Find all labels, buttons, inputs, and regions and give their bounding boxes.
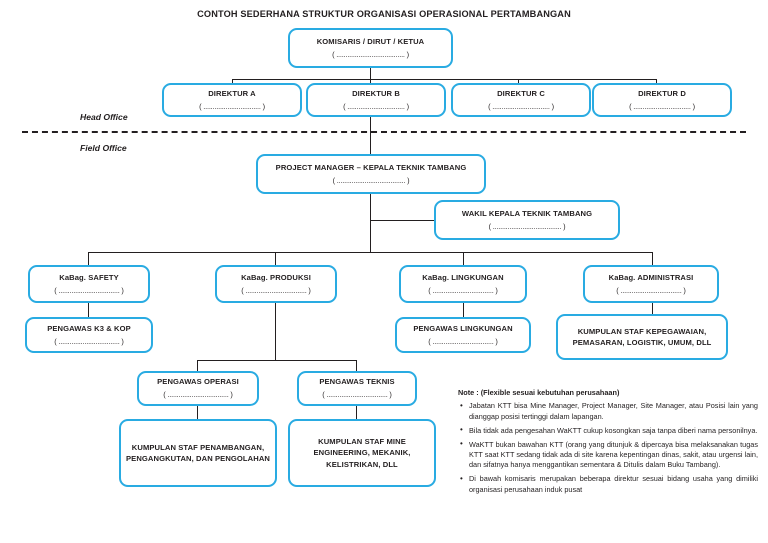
node-pengawas-lingkungan-blank: ( ................................. ) — [428, 336, 498, 346]
node-project-manager[interactable]: PROJECT MANAGER – KEPALA TEKNIK TAMBANG … — [256, 154, 486, 194]
node-kabag-produksi[interactable]: KaBag. PRODUKSI ( ......................… — [215, 265, 337, 303]
node-pengawas-k3-blank: ( ................................. ) — [54, 336, 124, 346]
node-pengawas-operasi-blank: ( ................................. ) — [163, 390, 233, 399]
note-block: Note : (Flexible sesuai kebutuhan perusa… — [458, 388, 758, 499]
connector-administrasi-to-staf — [652, 303, 654, 314]
connector-kabag-lingkungan-up — [463, 252, 465, 265]
node-pengawas-operasi-label: PENGAWAS OPERASI — [157, 377, 239, 386]
node-kabag-safety[interactable]: KaBag. SAFETY ( ........................… — [28, 265, 150, 303]
node-kabag-administrasi-label: KaBag. ADMINISTRASI — [608, 272, 694, 282]
node-direktur-b-blank: ( ............................... ) — [343, 101, 409, 111]
node-komisaris-label: KOMISARIS / DIRUT / KETUA — [316, 36, 425, 46]
connector-director-bus — [232, 79, 656, 81]
head-office-label: Head Office — [80, 112, 128, 122]
connector-produksi-down — [275, 303, 277, 361]
note-heading: Note : (Flexible sesuai kebutuhan perusa… — [458, 388, 620, 397]
node-komisaris-blank: ( ..................................... … — [332, 49, 409, 59]
connector-wakil-ktt — [370, 220, 434, 222]
head-field-office-divider — [22, 131, 746, 133]
note-list: Jabatan KTT bisa Mine Manager, Project M… — [458, 401, 758, 495]
node-staf-mine-engineering-label: KUMPULAN STAF MINE ENGINEERING, MEKANIK,… — [313, 436, 411, 469]
node-direktur-b[interactable]: DIREKTUR B ( ...........................… — [306, 83, 446, 117]
node-kabag-administrasi[interactable]: KaBag. ADMINISTRASI ( ..................… — [583, 265, 719, 303]
node-project-manager-blank: ( ..................................... … — [332, 175, 410, 185]
node-kabag-safety-blank: ( ................................. ) — [54, 285, 124, 295]
node-staf-kepegawaian-label: KUMPULAN STAF KEPEGAWAIAN, PEMASARAN, LO… — [572, 326, 712, 348]
node-direktur-a-label: DIREKTUR A — [208, 88, 256, 98]
node-staf-penambangan[interactable]: KUMPULAN STAF PENAMBANGAN, PENGANGKUTAN,… — [119, 419, 277, 487]
note-item: Di bawah komisaris merupakan beberapa di… — [458, 474, 758, 495]
connector-komisaris-down — [370, 68, 372, 80]
node-direktur-a[interactable]: DIREKTUR A ( ...........................… — [162, 83, 302, 117]
page-title: CONTOH SEDERHANA STRUKTUR ORGANISASI OPE… — [197, 9, 571, 19]
node-pengawas-teknis-label: PENGAWAS TEKNIS — [319, 377, 395, 386]
connector-produksi-split-bus — [197, 360, 357, 362]
node-kabag-lingkungan-label: KaBag. LINGKUNGAN — [422, 272, 504, 282]
node-kabag-produksi-blank: ( ................................. ) — [241, 285, 311, 295]
connector-kabag-produksi-up — [275, 252, 277, 265]
node-direktur-b-label: DIREKTUR B — [352, 88, 400, 98]
node-pengawas-operasi[interactable]: PENGAWAS OPERASI ( .....................… — [137, 371, 259, 406]
node-kabag-safety-label: KaBag. SAFETY — [59, 272, 119, 282]
note-item: WaKTT bukan bawahan KTT (orang yang ditu… — [458, 439, 758, 471]
connector-kabag-bus — [88, 252, 652, 254]
connector-pengawas-teknis-up — [356, 360, 358, 371]
node-direktur-c-label: DIREKTUR C — [497, 88, 545, 98]
node-staf-penambangan-label: KUMPULAN STAF PENAMBANGAN, PENGANGKUTAN,… — [126, 442, 270, 464]
connector-safety-to-k3 — [88, 303, 90, 317]
node-direktur-c-blank: ( ............................... ) — [488, 101, 554, 111]
node-kabag-lingkungan-blank: ( ................................. ) — [428, 285, 498, 295]
node-pengawas-teknis-blank: ( ................................. ) — [322, 390, 392, 399]
node-komisaris[interactable]: KOMISARIS / DIRUT / KETUA ( ............… — [288, 28, 453, 68]
node-staf-kepegawaian[interactable]: KUMPULAN STAF KEPEGAWAIAN, PEMASARAN, LO… — [556, 314, 728, 360]
note-item: Bila tidak ada pengesahan WaKTT cukup ko… — [458, 425, 758, 436]
node-project-manager-label: PROJECT MANAGER – KEPALA TEKNIK TAMBANG — [275, 162, 467, 172]
node-direktur-d-label: DIREKTUR D — [638, 88, 686, 98]
node-direktur-a-blank: ( ............................... ) — [199, 101, 265, 111]
node-direktur-d-blank: ( ............................... ) — [629, 101, 695, 111]
node-pengawas-lingkungan-label: PENGAWAS LINGKUNGAN — [413, 323, 513, 333]
connector-direktur-b-down — [370, 117, 372, 155]
connector-teknis-to-staf — [356, 406, 358, 419]
node-kabag-administrasi-blank: ( ................................. ) — [616, 285, 686, 295]
node-kabag-lingkungan[interactable]: KaBag. LINGKUNGAN ( ....................… — [399, 265, 527, 303]
note-item: Jabatan KTT bisa Mine Manager, Project M… — [458, 401, 758, 422]
node-wakil-ktt-blank: ( ..................................... … — [488, 221, 566, 231]
node-pengawas-k3[interactable]: PENGAWAS K3 & KOP ( ....................… — [25, 317, 153, 353]
connector-pm-down — [370, 194, 372, 252]
node-wakil-ktt[interactable]: WAKIL KEPALA TEKNIK TAMBANG ( ..........… — [434, 200, 620, 240]
node-direktur-d[interactable]: DIREKTUR D ( ...........................… — [592, 83, 732, 117]
connector-lingkungan-to-pengawas — [463, 303, 465, 317]
node-kabag-produksi-label: KaBag. PRODUKSI — [241, 272, 311, 282]
node-wakil-ktt-label: WAKIL KEPALA TEKNIK TAMBANG — [461, 208, 593, 218]
node-pengawas-teknis[interactable]: PENGAWAS TEKNIS ( ......................… — [297, 371, 417, 406]
node-staf-mine-engineering[interactable]: KUMPULAN STAF MINE ENGINEERING, MEKANIK,… — [288, 419, 436, 487]
node-direktur-c[interactable]: DIREKTUR C ( ...........................… — [451, 83, 591, 117]
field-office-label: Field Office — [80, 143, 127, 153]
node-pengawas-lingkungan[interactable]: PENGAWAS LINGKUNGAN ( ..................… — [395, 317, 531, 353]
connector-kabag-safety-up — [88, 252, 90, 265]
connector-operasi-to-staf — [197, 406, 199, 419]
node-pengawas-k3-label: PENGAWAS K3 & KOP — [47, 323, 131, 333]
connector-kabag-administrasi-up — [652, 252, 654, 265]
connector-pengawas-operasi-up — [197, 360, 199, 371]
